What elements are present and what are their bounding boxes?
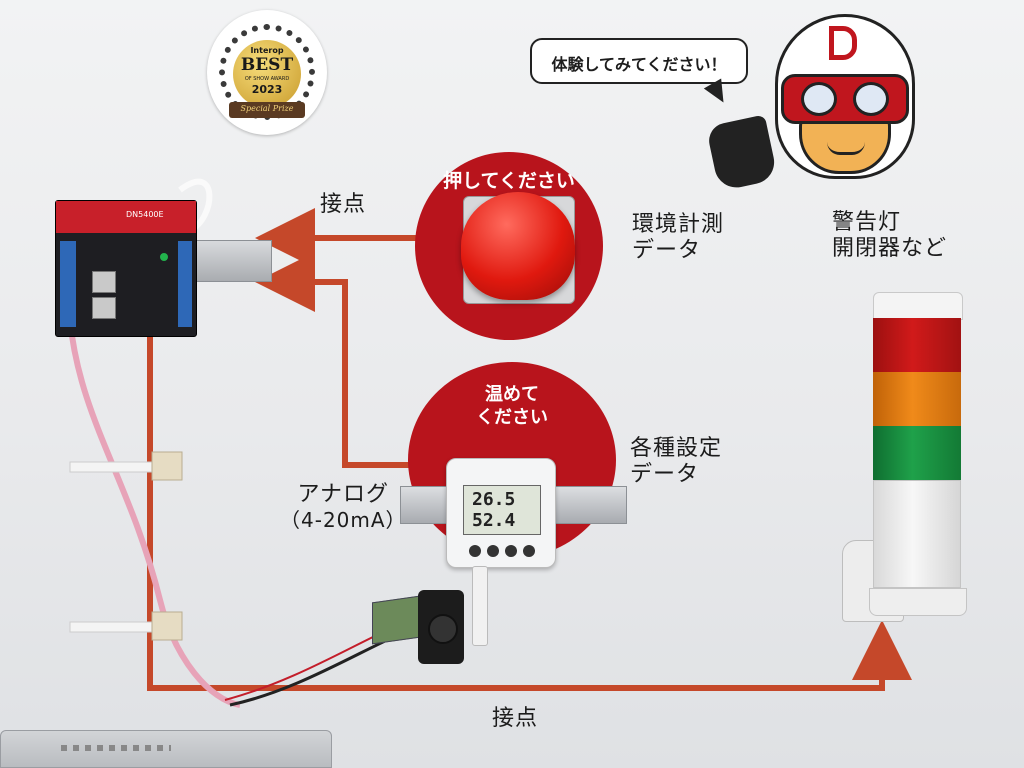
- sensor-label: 温めて ください: [408, 384, 616, 429]
- warning-line2: 開閉器など: [832, 236, 948, 262]
- sensor-label-line1: 温めて: [485, 384, 539, 405]
- cable-pink: [67, 319, 241, 708]
- mascot-logo-icon: [829, 26, 857, 60]
- env-measure-line2: データ: [632, 238, 702, 264]
- red-push-button[interactable]: [461, 192, 575, 300]
- sensor-key[interactable]: [505, 545, 517, 557]
- settings-line2: データ: [630, 462, 700, 488]
- sensor-display: 26.5 52.4: [463, 485, 541, 535]
- mascot-mouth: [827, 142, 865, 155]
- tower-base: [869, 588, 967, 616]
- status-led: [160, 253, 168, 261]
- env-measure-label: 環境計測 データ: [632, 212, 724, 265]
- warning-line1: 警告灯: [832, 210, 902, 235]
- terminal-block: [60, 241, 76, 327]
- contact-label-top: 接点: [320, 192, 367, 217]
- cable-white: [178, 178, 213, 233]
- award-prize: Special Prize: [240, 104, 294, 113]
- cable-tie-clip: [151, 611, 183, 641]
- controller-model-label: DN5400E: [126, 210, 164, 219]
- push-button-circle: 押してください: [415, 152, 603, 340]
- temperature-readout: 26.5: [472, 489, 516, 510]
- contact-arrow-bottom: [147, 330, 912, 691]
- humidity-readout: 52.4: [472, 510, 516, 531]
- contact-label-bottom: 接点: [492, 706, 539, 731]
- speech-bubble: 体験してみてください！: [530, 38, 748, 108]
- humidity-sensor: 26.5 52.4: [446, 458, 556, 568]
- mascot-icon: [755, 14, 935, 184]
- controller-top-panel: [56, 201, 196, 233]
- sensor-key[interactable]: [487, 545, 499, 557]
- tower-cap: [873, 292, 963, 320]
- award-title: BEST: [240, 55, 294, 75]
- push-button-label: 押してください: [443, 170, 575, 192]
- sensor-label-line2: ください: [476, 406, 548, 428]
- analog-line1: アナログ: [297, 482, 390, 507]
- mascot-eye-right: [853, 82, 889, 116]
- ethernet-port: [92, 271, 116, 293]
- award-year: 2023: [251, 83, 283, 96]
- tower-body: [873, 480, 961, 588]
- lamp-green: [873, 426, 961, 480]
- fan-hub: [428, 614, 458, 644]
- mascot-eye-left: [801, 82, 837, 116]
- lamp-orange: [873, 372, 961, 426]
- award-ribbon: [229, 102, 305, 118]
- award-subtitle: OF SHOW AWARD: [244, 76, 290, 82]
- env-measure-line1: 環境計測: [632, 212, 725, 237]
- signal-tower: [869, 292, 967, 616]
- warning-label: 警告灯 開閉器など: [832, 210, 947, 263]
- din-rail: [190, 240, 272, 282]
- settings-line1: 各種設定: [630, 436, 723, 461]
- speech-bubble-text: 体験してみてください！: [551, 55, 727, 74]
- laptop-vents: [61, 745, 171, 751]
- analog-label: アナログ （4-20mA）: [280, 482, 407, 532]
- ethernet-port: [92, 297, 116, 319]
- sensor-key[interactable]: [469, 545, 481, 557]
- settings-label: 各種設定 データ: [630, 436, 722, 489]
- lamp-red: [873, 318, 961, 372]
- controller-module: DN5400E: [55, 200, 197, 337]
- analog-line2: （4-20mA）: [280, 508, 407, 533]
- sensor-key[interactable]: [523, 545, 535, 557]
- sensor-probe: [472, 566, 488, 646]
- award-badge: Interop BEST OF SHOW AWARD 2023 Special …: [207, 10, 327, 135]
- award-brand: Interop: [250, 46, 284, 55]
- cable-tie-clip: [151, 451, 183, 481]
- award-medal: [233, 40, 301, 108]
- cooling-fan-icon: [418, 590, 464, 664]
- settings-arrow: [255, 252, 410, 468]
- terminal-block: [178, 241, 192, 327]
- laptop-edge: [0, 730, 332, 768]
